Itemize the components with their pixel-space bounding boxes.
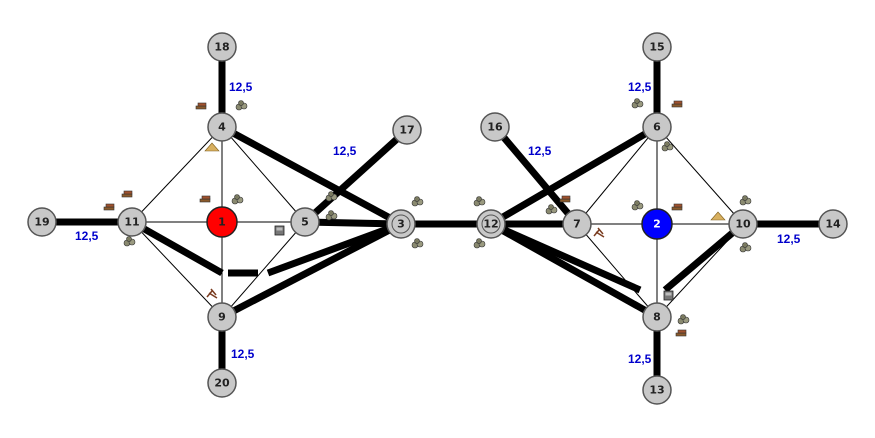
- tools-icon: [206, 288, 218, 299]
- node-4[interactable]: 4: [207, 112, 237, 142]
- nodes: 18 4 17 19 11 1 5 3 9 20 15 6 16 12 7 2 …: [27, 32, 848, 405]
- node-5[interactable]: 5: [290, 207, 320, 237]
- edge-label-8-13: 12,5: [628, 352, 652, 366]
- resource-icons: [103, 98, 752, 337]
- svg-text:13: 13: [649, 384, 664, 397]
- node-20[interactable]: 20: [207, 368, 237, 398]
- stone-pile-icon: [661, 141, 674, 152]
- node-15[interactable]: 15: [642, 32, 672, 62]
- node-12[interactable]: 12: [476, 209, 506, 239]
- length-labels: 12,5 12,5 12,5 12,5 12,5 12,5 12,5 12,5: [75, 80, 801, 366]
- edge-label-9-20: 12,5: [231, 347, 255, 361]
- edge-label-7-16: 12,5: [528, 144, 552, 158]
- edge-label-5-17: 12,5: [333, 144, 357, 158]
- node-19[interactable]: 19: [27, 207, 57, 237]
- wood-pile-icon: [103, 203, 115, 211]
- svg-text:20: 20: [214, 377, 230, 390]
- stone-pile-icon: [473, 196, 486, 207]
- node-10[interactable]: 10: [728, 209, 758, 239]
- svg-text:15: 15: [649, 41, 664, 54]
- node-7[interactable]: 7: [562, 209, 592, 239]
- wood-pile-icon: [199, 195, 211, 203]
- node-9[interactable]: 9: [207, 302, 237, 332]
- sand-pile-icon: [204, 142, 220, 152]
- svg-text:18: 18: [214, 41, 229, 54]
- node-8[interactable]: 8: [642, 302, 672, 332]
- stone-pile-icon: [123, 236, 136, 247]
- svg-text:16: 16: [487, 121, 503, 134]
- left-cluster-edges: [42, 47, 410, 383]
- wood-pile-icon: [671, 203, 683, 211]
- node-1[interactable]: 1: [206, 206, 238, 238]
- svg-text:12: 12: [483, 218, 498, 231]
- wood-pile-icon: [121, 190, 133, 198]
- stone-pile-icon: [677, 314, 690, 325]
- node-2[interactable]: 2: [641, 208, 673, 240]
- svg-text:7: 7: [573, 218, 581, 231]
- tools-icon: [593, 227, 605, 238]
- node-3[interactable]: 3: [386, 209, 416, 239]
- stone-pile-icon: [411, 196, 424, 207]
- svg-text:11: 11: [124, 216, 139, 229]
- stone-pile-icon: [631, 98, 644, 109]
- node-13[interactable]: 13: [642, 375, 672, 405]
- svg-text:10: 10: [735, 218, 751, 231]
- stone-pile-icon: [473, 238, 486, 249]
- node-16[interactable]: 16: [480, 112, 510, 142]
- node-11[interactable]: 11: [117, 207, 147, 237]
- stone-pile-icon: [411, 238, 424, 249]
- right-cluster-edges: [489, 47, 833, 390]
- stone-pile-icon: [739, 242, 752, 253]
- node-14[interactable]: 14: [818, 209, 848, 239]
- edge-label-4-18: 12,5: [229, 80, 253, 94]
- svg-text:17: 17: [399, 124, 414, 137]
- wood-pile-icon: [671, 100, 683, 108]
- svg-text:1: 1: [218, 216, 226, 229]
- node-18[interactable]: 18: [207, 32, 237, 62]
- stone-pile-icon: [231, 194, 244, 205]
- stone-pile-icon: [325, 210, 338, 221]
- svg-text:2: 2: [653, 218, 661, 231]
- edge-label-11-19: 12,5: [75, 229, 99, 243]
- wood-pile-icon: [675, 329, 687, 337]
- svg-text:4: 4: [218, 121, 226, 134]
- sand-pile-icon: [710, 211, 726, 221]
- edge-label-6-15: 12,5: [628, 80, 652, 94]
- node-17[interactable]: 17: [392, 115, 422, 145]
- svg-text:8: 8: [653, 311, 661, 324]
- bucket-icon: [274, 225, 285, 236]
- svg-text:19: 19: [34, 216, 49, 229]
- stone-pile-icon: [739, 195, 752, 206]
- svg-text:9: 9: [218, 311, 226, 324]
- stone-pile-icon: [325, 191, 338, 202]
- svg-text:14: 14: [825, 218, 841, 231]
- svg-text:6: 6: [653, 121, 661, 134]
- stone-pile-icon: [235, 100, 248, 111]
- edge-label-10-14: 12,5: [777, 232, 801, 246]
- wood-pile-icon: [195, 102, 207, 110]
- stone-pile-icon: [545, 204, 558, 215]
- node-6[interactable]: 6: [642, 112, 672, 142]
- svg-text:5: 5: [301, 216, 309, 229]
- bucket-icon: [663, 290, 674, 301]
- wood-pile-icon: [559, 195, 571, 203]
- svg-text:3: 3: [397, 218, 405, 231]
- stone-pile-icon: [631, 200, 644, 211]
